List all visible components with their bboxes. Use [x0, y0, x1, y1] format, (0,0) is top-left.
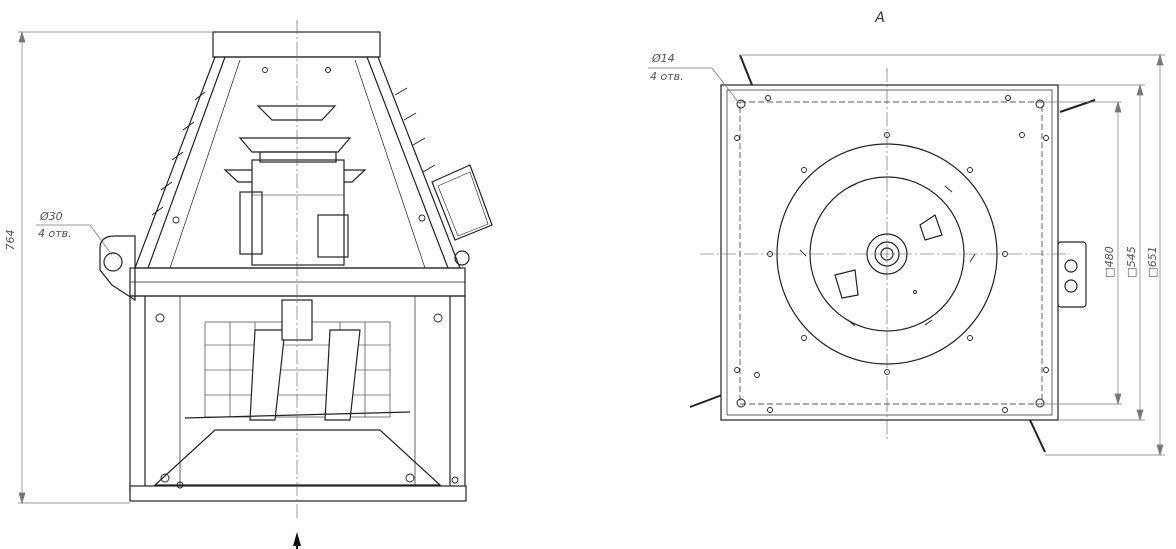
dim-inner-label: □480: [1103, 246, 1116, 277]
top-flange: [212, 31, 381, 58]
impeller-blade-right: [324, 329, 361, 421]
top-hole-count: 4 отв.: [650, 70, 684, 83]
impeller-blade-left: [249, 329, 286, 421]
top-view-centerlines: [700, 68, 1070, 440]
cooling-fins-left: [151, 91, 206, 216]
airflow-arrow-icon: [293, 532, 301, 546]
lifting-eye: [99, 235, 136, 302]
view-label: А: [874, 10, 885, 26]
motor-body: [251, 159, 345, 266]
top-dashed-square: [739, 101, 1043, 405]
side-hole-count: 4 отв.: [38, 227, 72, 240]
bolts: [155, 67, 459, 489]
blade-opening-1: [919, 214, 943, 241]
terminal-box: [1057, 241, 1087, 308]
bottom-flange: [129, 485, 467, 502]
height-dimension: [18, 30, 213, 505]
corner-holes: [736, 99, 1045, 408]
side-hole-dim: Ø30: [39, 210, 63, 223]
top-view: [689, 54, 1096, 453]
dim-outer-label: □651: [1146, 246, 1159, 277]
side-view: [99, 31, 493, 502]
cooling-fins-right: [394, 87, 436, 173]
top-hole-dim: Ø14: [651, 52, 675, 65]
side-hole-leader: [36, 224, 113, 256]
inlet-cone: [153, 429, 442, 486]
blade-opening-2: [834, 269, 859, 299]
junction-box: [431, 164, 493, 241]
height-dim-label: 764: [4, 230, 17, 251]
dim-mid-label: □545: [1125, 246, 1138, 277]
top-view-dimensions: [742, 53, 1165, 457]
top-hole-leader: [648, 67, 740, 104]
